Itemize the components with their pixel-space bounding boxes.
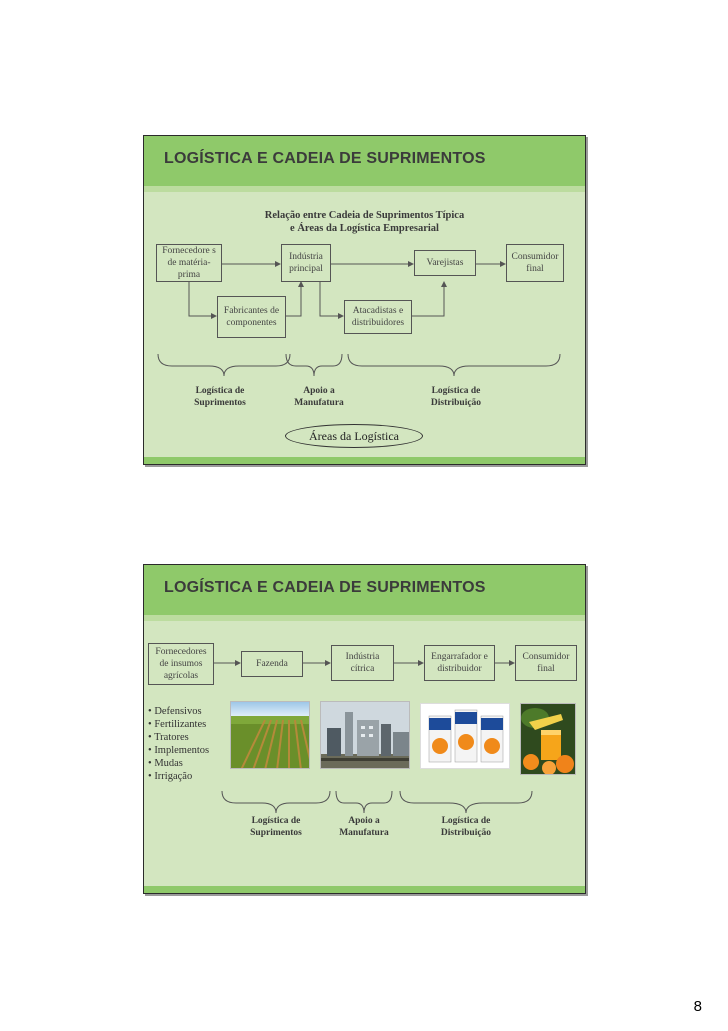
box-fabricantes: Fabricantes de componentes xyxy=(217,296,286,338)
juice-cartons-photo xyxy=(420,703,510,769)
farm-field-photo xyxy=(230,701,310,769)
box-consumidor-final: Consumidor final xyxy=(515,645,577,681)
list-item: Fertilizantes xyxy=(148,718,209,731)
area-logistica-distribuicao: Logística de Distribuição xyxy=(430,386,482,408)
list-item: Implementos xyxy=(148,744,209,757)
flow-connectors xyxy=(157,261,561,377)
slide-header xyxy=(144,136,585,186)
box-consumidor-final: Consumidor final xyxy=(506,244,564,282)
oval-areas-logistica: Áreas da Logística xyxy=(285,424,423,448)
diagram-title: Relação entre Cadeia de Suprimentos Típi… xyxy=(144,209,585,235)
list-item: Defensivos xyxy=(148,705,209,718)
insumos-list: Defensivos Fertilizantes Tratores Implem… xyxy=(148,705,209,783)
list-item: Mudas xyxy=(148,757,209,770)
slide-1: LOGÍSTICA E CADEIA DE SUPRIMENTOS Relaçã… xyxy=(143,135,586,465)
slide-header xyxy=(144,565,585,615)
box-varejistas: Varejistas xyxy=(414,250,476,276)
area-apoio-manufatura: Apoio a Manufatura xyxy=(294,386,344,408)
page-number: 8 xyxy=(693,998,702,1015)
list-item: Tratores xyxy=(148,731,209,744)
box-fornecedores-insumos: Fornecedores de insumos agrícolas xyxy=(148,643,214,685)
box-atacadistas: Atacadistas e distribuidores xyxy=(344,300,412,334)
slide-footer xyxy=(144,457,585,464)
slide-footer xyxy=(144,886,585,893)
box-engarrafador: Engarrafador e distribuidor xyxy=(424,645,495,681)
flow-connectors xyxy=(214,660,533,814)
diagram-title-line-1: Relação entre Cadeia de Suprimentos Típi… xyxy=(264,210,465,221)
box-fornecedores: Fornecedore s de matéria- prima xyxy=(156,244,222,282)
industry-photo xyxy=(320,701,410,769)
area-apoio-manufatura: Apoio a Manufatura xyxy=(339,816,389,838)
slide-2: LOGÍSTICA E CADEIA DE SUPRIMENTOS Fornec… xyxy=(143,564,586,894)
slide-title: LOGÍSTICA E CADEIA DE SUPRIMENTOS xyxy=(164,579,486,596)
header-strip xyxy=(144,186,585,192)
orange-juice-photo xyxy=(520,703,576,775)
diagram-title-line-2: e Áreas da Logística Empresarial xyxy=(290,223,439,234)
area-logistica-suprimentos: Logística de Suprimentos xyxy=(250,816,302,838)
box-industria-principal: Indústria principal xyxy=(281,244,331,282)
header-strip xyxy=(144,615,585,621)
list-item: Irrigação xyxy=(148,770,209,783)
area-logistica-suprimentos: Logística de Suprimentos xyxy=(194,386,246,408)
slide-title: LOGÍSTICA E CADEIA DE SUPRIMENTOS xyxy=(164,150,486,167)
box-fazenda: Fazenda xyxy=(241,651,303,677)
area-logistica-distribuicao: Logística de Distribuição xyxy=(440,816,492,838)
box-industria-citrica: Indústria cítrica xyxy=(331,645,394,681)
